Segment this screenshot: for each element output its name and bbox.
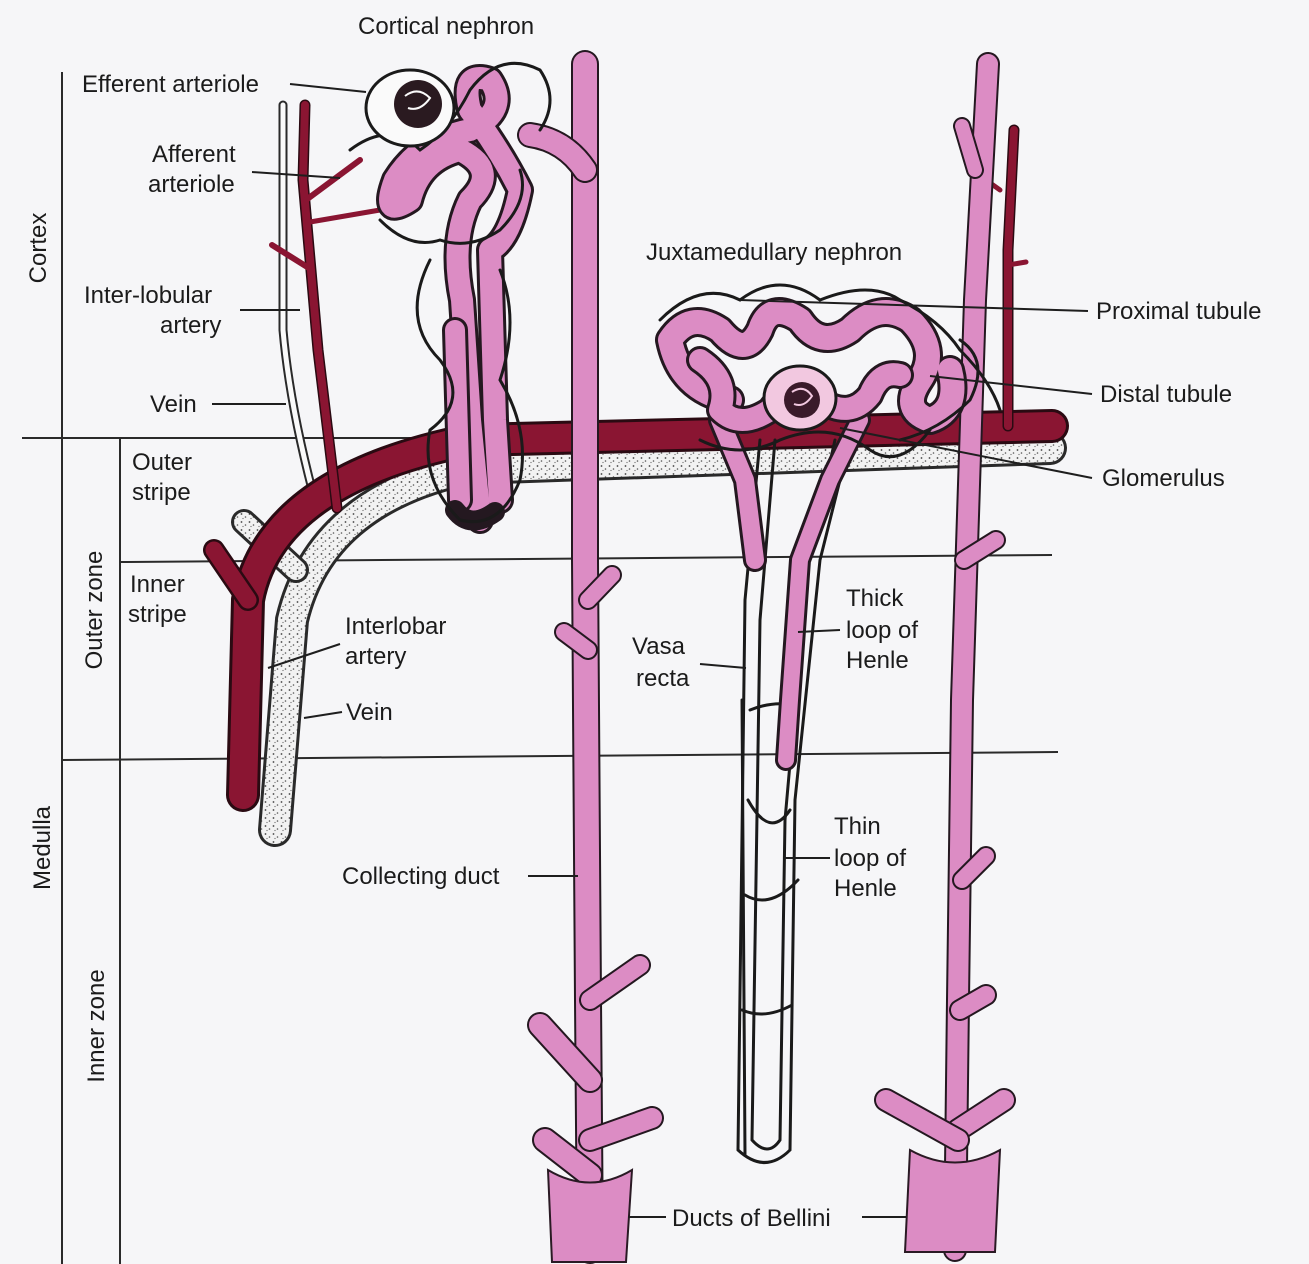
- label-vein-lower: Vein: [346, 699, 393, 726]
- label-thin-loop-line3: Henle: [834, 875, 897, 902]
- zone-medulla: Medulla: [29, 805, 56, 890]
- interlobar-artery: [214, 426, 1052, 795]
- label-distal-tubule: Distal tubule: [1100, 381, 1232, 408]
- label-thick-loop-line2: loop of: [846, 617, 918, 644]
- label-collecting-duct: Collecting duct: [342, 863, 500, 890]
- label-interlobar-artery-line2: artery: [345, 643, 406, 670]
- label-proximal-tubule: Proximal tubule: [1096, 298, 1261, 325]
- label-afferent-arteriole-line1: Afferent: [152, 141, 236, 168]
- label-thick-loop-line1: Thick: [846, 585, 904, 612]
- label-interlobular-artery-line1: Inter-lobular: [84, 282, 212, 309]
- zone-cortex: Cortex: [25, 213, 52, 284]
- label-thin-loop-line2: loop of: [834, 845, 906, 872]
- label-thin-loop-line1: Thin: [834, 813, 881, 840]
- zone-inner-zone: Inner zone: [83, 969, 110, 1082]
- zone-labels: Cortex Outer zone Medulla Inner zone: [25, 213, 110, 1083]
- label-cortical-nephron: Cortical nephron: [358, 13, 534, 40]
- label-interlobular-artery-line2: artery: [160, 312, 221, 339]
- label-outer-stripe-line1: Outer: [132, 449, 192, 476]
- label-ducts-of-bellini: Ducts of Bellini: [672, 1205, 831, 1232]
- interlobular-artery: [272, 105, 380, 508]
- zone-outer-zone: Outer zone: [81, 551, 108, 670]
- label-vasa-recta-line2: recta: [636, 665, 690, 692]
- label-glomerulus: Glomerulus: [1102, 465, 1225, 492]
- label-efferent-arteriole: Efferent arteriole: [82, 71, 259, 98]
- label-vasa-recta-line1: Vasa: [632, 633, 686, 660]
- label-interlobar-artery-line1: Interlobar: [345, 613, 446, 640]
- label-thick-loop-line3: Henle: [846, 647, 909, 674]
- label-juxtamedullary-nephron: Juxtamedullary nephron: [646, 239, 902, 266]
- label-inner-stripe-line2: stripe: [128, 601, 187, 628]
- label-vein-upper: Vein: [150, 391, 197, 418]
- label-inner-stripe-line1: Inner: [130, 571, 185, 598]
- label-afferent-arteriole-line2: arteriole: [148, 171, 235, 198]
- label-outer-stripe-line2: stripe: [132, 479, 191, 506]
- collecting-duct-middle: [530, 64, 652, 1262]
